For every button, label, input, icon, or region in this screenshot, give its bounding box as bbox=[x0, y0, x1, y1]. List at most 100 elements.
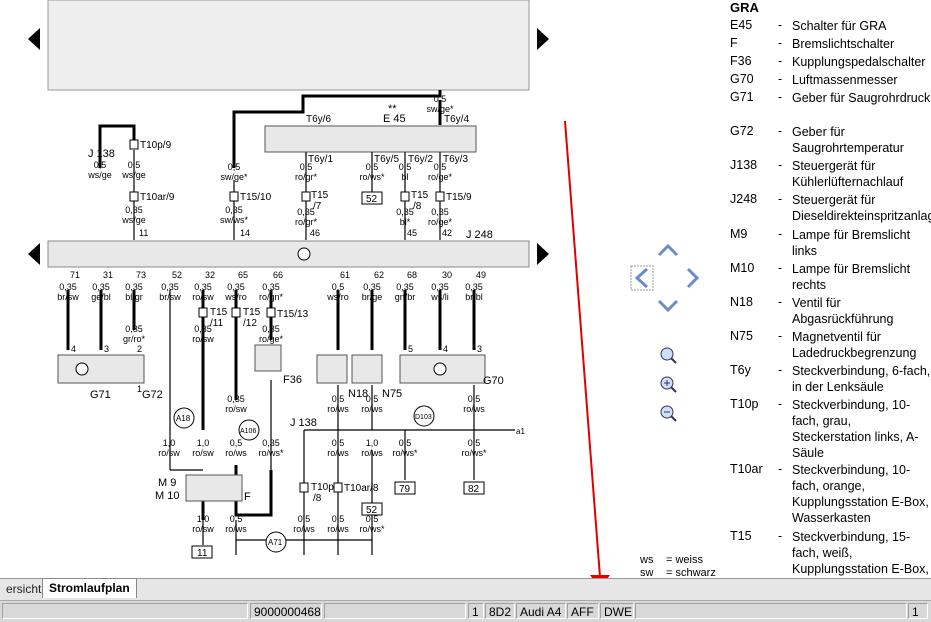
wire-size-label: 0,35 bbox=[125, 205, 143, 215]
wire-color-label: ro/gr* bbox=[295, 217, 318, 227]
conn-t15-8a: T15 bbox=[411, 190, 429, 201]
pan-down-icon[interactable] bbox=[657, 299, 679, 313]
label-n75: N75 bbox=[382, 388, 402, 400]
status-doc-number: 9000000468 bbox=[250, 603, 322, 619]
pin-label: 32 bbox=[205, 270, 215, 280]
conn-t10p8b: /8 bbox=[313, 493, 322, 504]
label-m9: M 9 bbox=[158, 477, 176, 489]
label-e45: E 45 bbox=[383, 113, 406, 125]
wire-color-label: ro/ws bbox=[327, 404, 349, 414]
wire-size-label: 0,5 bbox=[332, 438, 345, 448]
pin-label: 14 bbox=[240, 228, 250, 238]
prev-page-arrow-top[interactable] bbox=[28, 28, 40, 50]
pin-label: 61 bbox=[340, 270, 350, 280]
status-count: 1 bbox=[908, 603, 928, 619]
status-cell-empty bbox=[2, 603, 248, 619]
label-j248: J 248 bbox=[466, 229, 493, 241]
g70-pin-label: 5 bbox=[408, 344, 413, 354]
label-j138-top: J 138 bbox=[88, 148, 115, 160]
pin-label: 62 bbox=[374, 270, 384, 280]
status-engine-code: AFF bbox=[567, 603, 599, 619]
prev-page-arrow-mid[interactable] bbox=[28, 243, 40, 265]
conn-t6y2: T6y/2 bbox=[408, 154, 433, 165]
label-d103: D103 bbox=[415, 414, 432, 421]
legend-dash: - bbox=[778, 36, 783, 50]
wire-color-label: ro/sw bbox=[158, 448, 180, 458]
abbreviation-row: sw= schwarz bbox=[640, 567, 716, 580]
box-11: 11 bbox=[197, 548, 208, 559]
legend-desc: Geber für Saugrohrdruck bbox=[792, 91, 931, 105]
g70-pin-label: 3 bbox=[477, 344, 482, 354]
label-g71: G71 bbox=[90, 389, 111, 401]
wire-color-label: ro/ws bbox=[293, 524, 315, 534]
tab-overview[interactable]: ersicht bbox=[6, 582, 42, 596]
pin-label: 30 bbox=[442, 270, 452, 280]
pan-left-icon[interactable] bbox=[630, 265, 654, 291]
status-model: Audi A4 bbox=[516, 603, 566, 619]
legend-code: T15 bbox=[730, 529, 752, 543]
zoom-out-icon[interactable] bbox=[660, 405, 677, 422]
wire-color-label: ro/ge* bbox=[428, 172, 453, 182]
tab-wiring-diagram[interactable]: Stromlaufplan bbox=[42, 578, 137, 598]
wire-size-label: 0,5 bbox=[128, 160, 141, 170]
wire-size-label: 0,35 bbox=[262, 282, 280, 292]
legend-code: J248 bbox=[730, 192, 758, 206]
next-page-arrow-mid[interactable] bbox=[537, 243, 549, 265]
conn-t6y3: T6y/3 bbox=[443, 154, 468, 165]
legend-code: F bbox=[730, 36, 738, 50]
pan-right-icon[interactable] bbox=[686, 267, 700, 289]
legend-desc: Bremslichtschalter bbox=[792, 37, 895, 51]
wire-color-label: sw/ws* bbox=[220, 215, 248, 225]
pin-label: 71 bbox=[70, 270, 80, 280]
pin-label: 31 bbox=[103, 270, 113, 280]
wire-size-label: 0,5 bbox=[468, 438, 481, 448]
g70-pin-label: 4 bbox=[443, 344, 448, 354]
wire-size-label: 0,35 bbox=[297, 207, 315, 217]
wire-size-label: 1,0 bbox=[197, 438, 210, 448]
conn-t15-9: T15/9 bbox=[446, 192, 472, 203]
next-page-arrow-top[interactable] bbox=[537, 28, 549, 50]
e45-housing bbox=[264, 125, 477, 153]
wire-size-label: 0,35 bbox=[161, 282, 179, 292]
legend-code: T10ar bbox=[730, 462, 763, 476]
legend-desc: Luftmassenmesser bbox=[792, 73, 898, 87]
wire-size-label: 0,35 bbox=[396, 207, 414, 217]
label-j138-bottom: J 138 bbox=[290, 417, 317, 429]
status-cell-empty bbox=[635, 603, 907, 619]
wire-size-label: 0,5 bbox=[300, 162, 313, 172]
wire-size-label: 0,35 bbox=[59, 282, 77, 292]
g71-pin-label: 2 bbox=[137, 344, 142, 354]
wire-size-label: 0,5 bbox=[399, 162, 412, 172]
tab-bar: ersicht Stromlaufplan bbox=[0, 578, 931, 600]
wire-size-label: 0,35 bbox=[431, 207, 449, 217]
legend-dash: - bbox=[778, 329, 783, 343]
wire-color-label: gr/ro* bbox=[123, 334, 146, 344]
legend-dash: - bbox=[778, 18, 783, 32]
legend-desc: Steuergerät für Dieseldirekteinspritzanl… bbox=[792, 193, 931, 223]
label-a1: a1 bbox=[516, 427, 525, 436]
conn-t15-8b: /8 bbox=[413, 201, 422, 212]
conn-t10p8a: T10p bbox=[311, 482, 334, 493]
wire-color-label: sw/ge* bbox=[426, 104, 454, 114]
wire-size-label: 0,35 bbox=[125, 324, 143, 334]
wire-size-label: 0,5 bbox=[399, 438, 412, 448]
wire-color-label: bl/gr bbox=[125, 292, 143, 302]
legend-dash: - bbox=[778, 529, 783, 543]
wire-color-label: ws/ge bbox=[121, 170, 146, 180]
zoom-fit-icon[interactable] bbox=[660, 347, 677, 364]
wire-size-label: 0,35 bbox=[194, 282, 212, 292]
zoom-in-icon[interactable] bbox=[660, 376, 677, 393]
pin-label: 52 bbox=[172, 270, 182, 280]
box-52-bottom: 52 bbox=[366, 505, 378, 516]
legend-dash: - bbox=[778, 54, 783, 68]
abbreviation-row: ws= weiss bbox=[640, 554, 716, 567]
pan-up-icon[interactable] bbox=[657, 243, 679, 257]
n75-valve bbox=[351, 354, 383, 384]
legend-code: G72 bbox=[730, 124, 754, 138]
wire-color-label: br/bl bbox=[465, 292, 483, 302]
g71-g72-sensor bbox=[57, 354, 145, 384]
top-panel bbox=[47, 0, 530, 91]
wire-color-label: ws/ro bbox=[224, 292, 247, 302]
label-e45-stars: ** bbox=[388, 103, 397, 115]
box-82: 82 bbox=[468, 484, 480, 495]
